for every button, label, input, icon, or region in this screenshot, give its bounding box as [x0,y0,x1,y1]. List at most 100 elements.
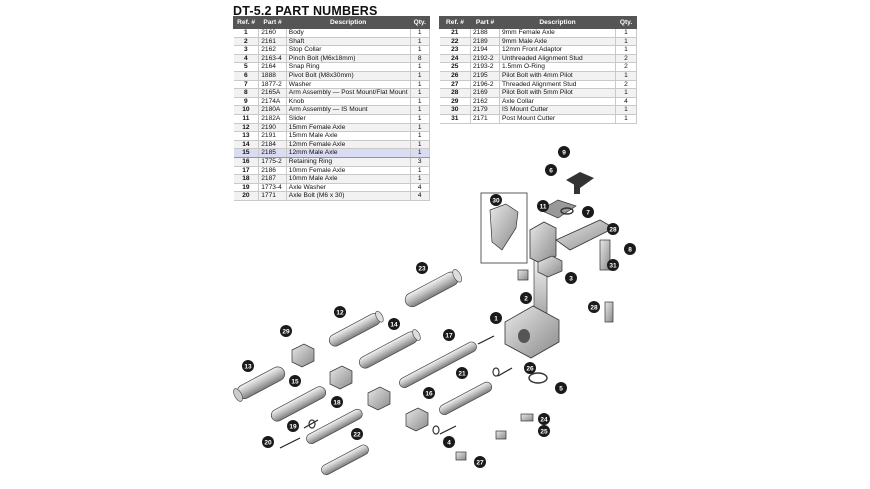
cell-desc: Slider [286,114,411,124]
svg-text:31: 31 [609,263,617,270]
cell-ref: 24 [439,54,471,64]
cell-ref: 10 [233,105,260,115]
callout-3: 3 [565,272,577,284]
cell-ref: 22 [439,37,471,47]
svg-text:19: 19 [289,424,297,431]
cell-part: 2187 [258,174,287,184]
cell-qty: 8 [410,54,431,64]
cell-qty: 4 [410,191,431,201]
cell-qty: 1 [615,45,637,55]
callout-1: 1 [490,312,502,324]
cell-desc: 9mm Male Axle [499,37,616,47]
svg-text:21: 21 [458,371,466,378]
cell-desc: 15mm Male Axle [286,131,411,141]
cell-part: 2180A [258,105,287,115]
axle-14 [358,329,421,369]
svg-text:22: 22 [353,432,361,439]
cell-part: 2162 [470,97,500,107]
studs-and-bolts [455,269,614,461]
cell-qty: 1 [410,148,431,158]
cell-ref: 3 [233,45,260,55]
callout-markers: 1 2 3 4 5 6 7 8 9 11 12 13 14 15 16 17 1… [242,146,636,468]
callout-14: 14 [388,318,400,330]
cell-desc: Pivot Bolt (M8x30mm) [286,71,411,81]
cell-ref: 15 [233,148,260,158]
cell-part: 2182A [258,114,287,124]
svg-text:5: 5 [559,386,563,393]
cell-desc: Post Mount Cutter [499,114,616,124]
cell-ref: 21 [439,28,471,38]
svg-text:9: 9 [562,150,566,157]
cell-part: 2189 [470,37,500,47]
cell-part: 1888 [258,71,287,81]
cell-qty: 1 [410,28,431,38]
cell-desc: Arm Assembly — IS Mount [286,105,411,115]
cell-part: 2194 [470,45,500,55]
cell-ref: 20 [233,191,260,201]
callout-20: 20 [262,436,274,448]
callout-16: 16 [423,387,435,399]
cell-qty: 1 [410,174,431,184]
svg-text:15: 15 [291,379,299,386]
svg-text:26: 26 [526,366,534,373]
svg-text:28: 28 [609,227,617,234]
svg-text:27: 27 [476,460,484,467]
svg-text:8: 8 [628,247,632,254]
cell-part: 2174A [258,97,287,107]
callout-21: 21 [456,367,468,379]
cell-ref: 13 [233,131,260,141]
cell-ref: 14 [233,140,260,150]
cell-part: 2196-2 [470,80,500,90]
cell-desc: Washer [286,80,411,90]
cell-part: 2179 [470,105,500,115]
cell-ref: 19 [233,183,260,193]
cell-ref: 18 [233,174,260,184]
cell-qty: 1 [410,123,431,133]
cell-qty: 1 [410,97,431,107]
cell-ref: 30 [439,105,471,115]
cell-qty: 1 [410,131,431,141]
callout-29: 29 [280,325,292,337]
table-header-row: Ref. # Part # Description Qty. [232,16,431,29]
cell-ref: 4 [233,54,260,64]
cell-desc: Axle Washer [286,183,411,193]
cell-desc: Unthreaded Alignment Stud [499,54,616,64]
table-header-row: Ref. # Part # Description Qty. [439,16,637,29]
cell-ref: 28 [439,88,471,98]
cell-qty: 1 [410,166,431,176]
cell-part: 2184 [258,140,287,150]
cell-ref: 2 [233,37,260,47]
svg-text:28: 28 [590,305,598,312]
cell-part: 1877-2 [258,80,287,90]
cell-qty: 1 [410,45,431,55]
svg-text:4: 4 [447,440,451,447]
cell-ref: 31 [439,114,471,124]
svg-text:14: 14 [390,322,398,329]
callout-4: 4 [443,436,455,448]
callout-27: 27 [474,456,486,468]
cell-part: 2195 [470,71,500,81]
cell-ref: 8 [233,88,260,98]
cell-qty: 1 [615,28,637,38]
cell-desc: 15mm Female Axle [286,123,411,133]
cell-ref: 23 [439,45,471,55]
cell-desc: 12mm Male Axle [286,148,411,158]
cell-desc: Stop Collar [286,45,411,55]
callout-2: 2 [520,292,532,304]
cell-desc: 9mm Female Axle [499,28,616,38]
cell-part: 1773-4 [258,183,287,193]
col-qty-header: Qty. [409,16,431,29]
callout-28-top: 28 [607,223,619,235]
svg-text:24: 24 [540,417,548,424]
